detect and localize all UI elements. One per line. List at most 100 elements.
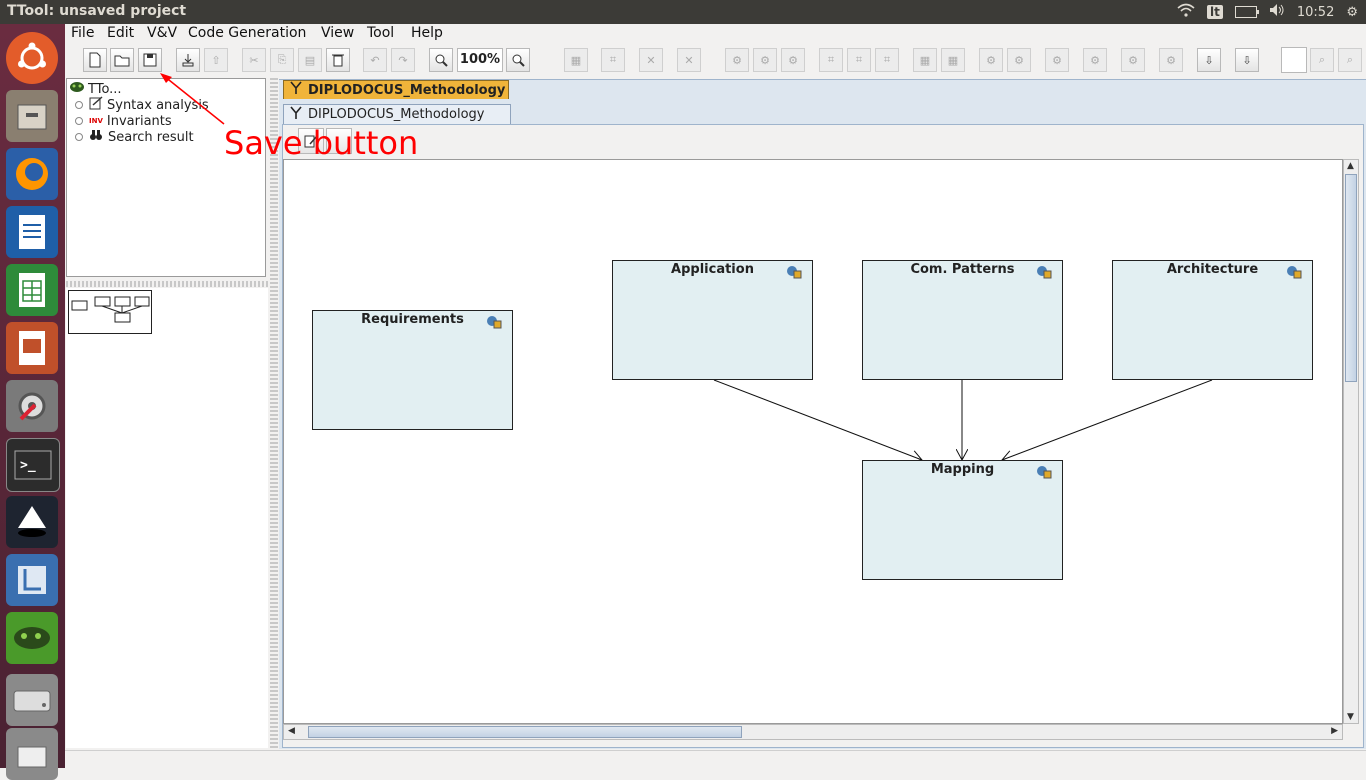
block-requirements[interactable]: Requirements	[312, 310, 513, 430]
drive-icon[interactable]	[6, 674, 58, 726]
graph-button-1[interactable]: ⌗	[819, 48, 843, 72]
tree-item-search-result[interactable]: Search result	[75, 129, 194, 145]
block-mapping[interactable]: Mapping	[862, 460, 1063, 580]
methodology-block-icon[interactable]	[1036, 265, 1052, 279]
main-splitter[interactable]	[270, 78, 278, 748]
methodology-block-icon[interactable]	[786, 265, 802, 279]
editor-icon[interactable]	[6, 554, 58, 606]
search-field[interactable]	[1281, 47, 1307, 73]
undo-button[interactable]: ↶	[363, 48, 387, 72]
menu-tool[interactable]: Tool	[367, 25, 395, 41]
battery-icon[interactable]	[1234, 6, 1259, 18]
gen-rtl-button[interactable]: ⚙	[725, 48, 749, 72]
gen-uppaal-button[interactable]: ⚙	[781, 48, 805, 72]
scroll-up-icon[interactable]: ▲	[1347, 161, 1354, 171]
writer-icon[interactable]	[6, 206, 58, 258]
ttool-icon[interactable]	[6, 612, 58, 664]
block-application[interactable]: Application	[612, 260, 813, 380]
paste-button[interactable]: ▤	[298, 48, 322, 72]
redo-button[interactable]: ↷	[391, 48, 415, 72]
block-architecture[interactable]: Architecture	[1112, 260, 1313, 380]
stop-button[interactable]: ✕	[677, 48, 701, 72]
tree-item-invariants[interactable]: INV Invariants	[75, 113, 172, 129]
gen-lot-button[interactable]: ⚙	[753, 48, 777, 72]
horizontal-scroll-thumb[interactable]	[308, 726, 742, 738]
system-settings-icon[interactable]	[6, 380, 58, 432]
menu-code-generation[interactable]: Code Generation	[188, 25, 307, 41]
tools-button-1[interactable]: ⚙	[1045, 48, 1069, 72]
zoom-out-button[interactable]	[429, 48, 453, 72]
zoom-level: 100%	[457, 48, 503, 72]
methodology-block-icon[interactable]	[1286, 265, 1302, 279]
download-button-1[interactable]: ⇩	[1197, 48, 1221, 72]
volume-icon[interactable]	[1269, 3, 1285, 21]
menu-vv[interactable]: V&V	[147, 25, 178, 41]
methodology-block-icon[interactable]	[1036, 465, 1052, 479]
canvas-vertical-scrollbar[interactable]: ▲ ▼	[1343, 159, 1359, 724]
wifi-icon[interactable]	[1177, 3, 1195, 21]
subtab-diplodocus-methodology[interactable]: DIPLODOCUS_Methodology	[283, 104, 511, 124]
edit-diagram-button[interactable]	[298, 128, 324, 154]
inkscape-icon[interactable]	[6, 496, 58, 548]
scroll-down-icon[interactable]: ▼	[1347, 712, 1354, 722]
tools-button-2[interactable]: ⚙	[1083, 48, 1107, 72]
expand-handle-icon[interactable]	[75, 133, 83, 141]
impress-icon[interactable]	[6, 322, 58, 374]
menu-file[interactable]: File	[71, 25, 95, 41]
delete-button[interactable]	[326, 48, 350, 72]
save-button[interactable]	[138, 48, 162, 72]
left-panel-splitter[interactable]	[66, 281, 268, 287]
keyboard-layout-indicator[interactable]: lt	[1207, 5, 1223, 19]
vertical-scroll-thumb[interactable]	[1345, 174, 1357, 382]
rg-button-1[interactable]: ⚙	[979, 48, 1003, 72]
graph-button-2[interactable]: ⌗	[847, 48, 871, 72]
terminal-icon[interactable]: >_	[6, 438, 60, 492]
diagram-minimap[interactable]	[68, 290, 152, 334]
diagram-button-1[interactable]: ▦	[913, 48, 937, 72]
graph-button-3[interactable]: ⌗	[875, 48, 899, 72]
trash-icon[interactable]	[6, 728, 58, 780]
block-label: Com. Patterns	[910, 262, 1015, 277]
tree-item-syntax-analysis[interactable]: Syntax analysis	[75, 96, 209, 113]
menu-edit[interactable]: Edit	[107, 25, 135, 41]
rg-button-2[interactable]: ⚙	[1007, 48, 1031, 72]
copy-button[interactable]: ⎘	[270, 48, 294, 72]
search-button[interactable]: ⌕	[1310, 48, 1334, 72]
diagram-canvas[interactable]: Requirements Application Com. Patterns A…	[283, 159, 1343, 724]
methodology-block-icon[interactable]	[486, 315, 502, 329]
tree-root[interactable]: TTo...	[69, 81, 122, 97]
scroll-left-icon[interactable]: ◀	[288, 726, 295, 736]
methodology-icon	[290, 105, 302, 124]
firefox-icon[interactable]	[6, 148, 58, 200]
open-project-button[interactable]	[110, 48, 134, 72]
menu-help[interactable]: Help	[411, 25, 443, 41]
ubuntu-dash-icon[interactable]	[6, 32, 58, 84]
scroll-right-icon[interactable]: ▶	[1331, 726, 1338, 736]
expand-handle-icon[interactable]	[75, 117, 83, 125]
import-button[interactable]	[176, 48, 200, 72]
clock[interactable]: 10:52	[1296, 4, 1335, 20]
settings-gear-icon[interactable]: ⚙	[1346, 4, 1358, 20]
tools-button-4[interactable]: ⚙	[1159, 48, 1183, 72]
cut-button[interactable]: ✂	[242, 48, 266, 72]
export-button[interactable]: ⇧	[204, 48, 228, 72]
simulation-button[interactable]: ⌗	[601, 48, 625, 72]
tools-button-3[interactable]: ⚙	[1121, 48, 1145, 72]
menu-view[interactable]: View	[321, 25, 355, 41]
tab-diplodocus-methodology[interactable]: DIPLODOCUS_Methodology	[283, 80, 509, 99]
tree-item-label: Invariants	[106, 113, 172, 129]
canvas-horizontal-scrollbar[interactable]: ◀ ▶	[283, 724, 1343, 740]
download-button-2[interactable]: ⇩	[1235, 48, 1259, 72]
new-project-button[interactable]	[83, 48, 107, 72]
check-syntax-button[interactable]: ▦	[564, 48, 588, 72]
system-tray: lt 10:52 ⚙	[1177, 2, 1358, 22]
calc-icon[interactable]	[6, 264, 58, 316]
model-check-button[interactable]: ✕	[639, 48, 663, 72]
diagram-tool-button[interactable]	[326, 128, 352, 154]
search-advanced-button[interactable]: ⌕	[1338, 48, 1362, 72]
diagram-button-2[interactable]: ▦	[941, 48, 965, 72]
expand-handle-icon[interactable]	[75, 101, 83, 109]
zoom-in-button[interactable]	[506, 48, 530, 72]
files-icon[interactable]	[6, 90, 58, 142]
block-com-patterns[interactable]: Com. Patterns	[862, 260, 1063, 380]
